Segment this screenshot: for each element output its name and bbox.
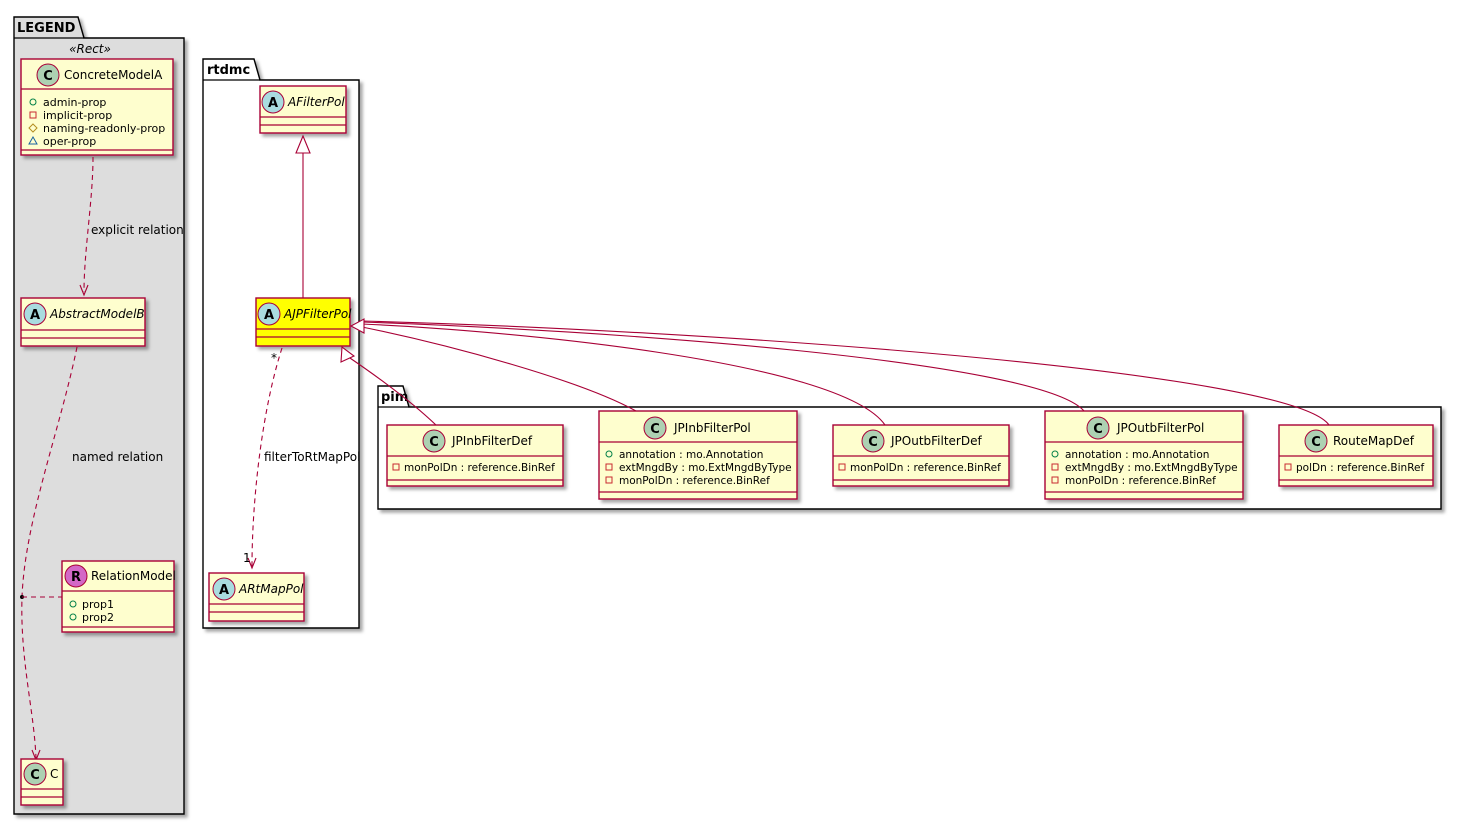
relation-class-icon: R xyxy=(64,564,88,588)
private-icon xyxy=(29,111,37,119)
class-name: C xyxy=(50,767,58,781)
class-name: ConcreteModelA xyxy=(64,68,163,82)
attr-annotation: annotation : mo.Annotation xyxy=(1065,449,1209,461)
attr-mon-pol-dn: monPolDn : reference.BinRef xyxy=(619,475,770,487)
public-icon xyxy=(605,450,613,458)
private-icon xyxy=(1051,476,1059,484)
edge-target-multiplicity: 1 xyxy=(243,551,251,565)
svg-text:A: A xyxy=(30,308,40,323)
class-name: ARtMapPol xyxy=(238,582,304,596)
abstract-class-icon: A xyxy=(257,302,281,326)
class-name: AbstractModelB xyxy=(49,307,145,321)
svg-text:A: A xyxy=(268,96,278,111)
svg-text:R: R xyxy=(71,570,81,585)
svg-text:C: C xyxy=(650,422,660,437)
class-icon: C xyxy=(36,63,60,87)
svg-text:C: C xyxy=(429,435,439,450)
edge-generalization-afilterpol xyxy=(295,134,311,298)
attr-admin-prop: admin-prop xyxy=(43,96,106,109)
class-name: RelationModel xyxy=(91,569,176,583)
svg-text:C: C xyxy=(30,768,40,783)
class-c[interactable]: C C xyxy=(20,758,64,806)
package-icon xyxy=(28,135,38,145)
class-abstract-model-b[interactable]: A AbstractModelB xyxy=(20,297,146,347)
class-concrete-model-a[interactable]: C ConcreteModelA admin-prop implicit-pro… xyxy=(20,58,174,156)
public-icon xyxy=(29,98,37,106)
attr-prop2: prop2 xyxy=(82,611,114,624)
class-name: RouteMapDef xyxy=(1333,434,1415,448)
svg-text:C: C xyxy=(1311,435,1321,450)
attr-naming-readonly-prop: naming-readonly-prop xyxy=(43,122,165,135)
class-name: AJPFilterPol xyxy=(283,307,352,321)
svg-text:C: C xyxy=(43,69,53,84)
public-icon xyxy=(1051,450,1059,458)
edge-filter-to-rtmappol: * 1 filterToRtMapPol xyxy=(243,347,360,570)
abstract-class-icon: A xyxy=(23,302,47,326)
class-jpoutbfilterdef[interactable]: C JPOutbFilterDef monPolDn : reference.B… xyxy=(832,424,1010,487)
svg-text:C: C xyxy=(1093,422,1103,437)
legend-title: LEGEND xyxy=(17,21,76,36)
edge-label-filter-to-rtmappol: filterToRtMapPol xyxy=(264,450,360,464)
attr-prop1: prop1 xyxy=(82,598,114,611)
class-jpinbfilterdef[interactable]: C JPInbFilterDef monPolDn : reference.Bi… xyxy=(386,424,564,487)
class-routemapdef[interactable]: C RouteMapDef polDn : reference.BinRef xyxy=(1278,424,1434,487)
svg-text:C: C xyxy=(868,435,878,450)
svg-text:A: A xyxy=(264,308,274,323)
attr-mon-pol-dn: monPolDn : reference.BinRef xyxy=(850,462,1001,474)
legend-stereotype: «Rect» xyxy=(69,42,111,56)
private-icon xyxy=(1284,463,1292,471)
private-icon xyxy=(1051,463,1059,471)
attr-pol-dn: polDn : reference.BinRef xyxy=(1296,462,1424,474)
pim-title: pim xyxy=(381,390,408,405)
edge-generalization-pim xyxy=(340,318,1330,427)
class-afilterpol[interactable]: A AFilterPol xyxy=(259,85,347,134)
class-icon: C xyxy=(23,762,47,786)
svg-text:A: A xyxy=(219,583,229,598)
class-jpinbfilterpol[interactable]: C JPInbFilterPol annotation : mo.Annotat… xyxy=(598,410,798,500)
abstract-class-icon: A xyxy=(212,577,236,601)
rtdmc-title: rtdmc xyxy=(207,63,250,78)
attr-list: admin-prop implicit-prop naming-readonly… xyxy=(28,96,165,148)
class-relation-model[interactable]: R RelationModel prop1 prop2 xyxy=(61,560,176,633)
class-name: JPOutbFilterDef xyxy=(890,434,982,448)
class-icon: C xyxy=(643,416,667,440)
public-icon xyxy=(69,613,77,621)
edge-source-multiplicity: * xyxy=(271,351,277,365)
attr-oper-prop: oper-prop xyxy=(43,135,96,148)
class-ajpfilterpol[interactable]: A AJPFilterPol xyxy=(255,297,352,347)
abstract-class-icon: A xyxy=(261,90,285,114)
attr-ext-mngd-by: extMngdBy : mo.ExtMngdByType xyxy=(619,462,792,474)
protected-icon xyxy=(28,123,38,133)
class-icon: C xyxy=(1304,429,1328,453)
private-icon xyxy=(392,463,400,471)
attr-ext-mngd-by: extMngdBy : mo.ExtMngdByType xyxy=(1065,462,1238,474)
public-icon xyxy=(69,600,77,608)
class-icon: C xyxy=(1086,416,1110,440)
class-artmappol[interactable]: A ARtMapPol xyxy=(208,572,305,622)
attr-mon-pol-dn: monPolDn : reference.BinRef xyxy=(1065,475,1216,487)
attr-implicit-prop: implicit-prop xyxy=(43,109,112,122)
edge-explicit-relation: explicit relation xyxy=(79,156,184,297)
edge-label-explicit-relation: explicit relation xyxy=(91,223,184,237)
private-icon xyxy=(605,463,613,471)
class-icon: C xyxy=(861,429,885,453)
private-icon xyxy=(838,463,846,471)
edge-label-named-relation: named relation xyxy=(72,450,163,464)
attr-annotation: annotation : mo.Annotation xyxy=(619,449,763,461)
class-jpoutbfilterpol[interactable]: C JPOutbFilterPol annotation : mo.Annota… xyxy=(1044,410,1244,500)
class-name: JPInbFilterDef xyxy=(451,434,533,448)
class-name: AFilterPol xyxy=(287,95,345,109)
private-icon xyxy=(605,476,613,484)
class-name: JPInbFilterPol xyxy=(673,421,751,435)
class-name: JPOutbFilterPol xyxy=(1116,421,1204,435)
attr-mon-pol-dn: monPolDn : reference.BinRef xyxy=(404,462,555,474)
class-icon: C xyxy=(422,429,446,453)
